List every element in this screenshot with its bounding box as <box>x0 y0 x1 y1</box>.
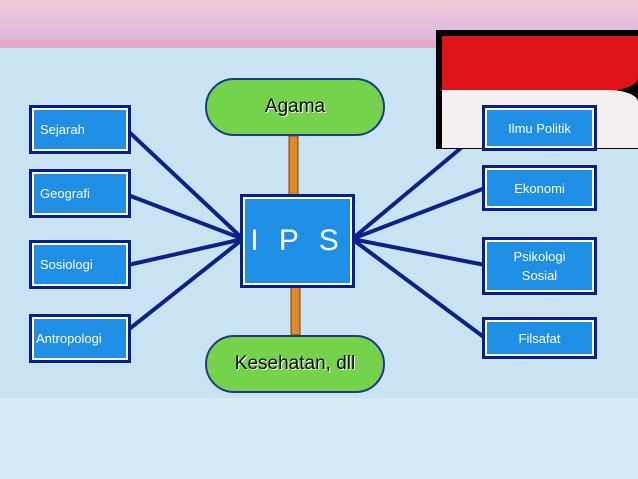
line-psikologi-sosial <box>351 237 486 267</box>
line-filsafat <box>350 237 487 340</box>
line-sosiologi <box>127 237 244 267</box>
line-sejarah <box>126 129 245 241</box>
node-sejarah: Sejarah <box>29 105 131 154</box>
header-stripe <box>0 40 638 48</box>
ips-center-node: I P S <box>240 194 355 288</box>
node-antropologi: Antropologi <box>29 314 131 363</box>
kesehatan-node: Kesehatan, dll <box>205 335 385 393</box>
stem-bottom <box>290 284 301 336</box>
line-ekonomi <box>351 186 486 241</box>
agama-node: Agama <box>205 78 385 136</box>
node-geografi: Geografi <box>29 169 131 218</box>
indonesia-flag <box>436 30 638 149</box>
line-antropologi <box>126 237 245 332</box>
node-sosiologi: Sosiologi <box>29 240 131 289</box>
node-ilmu-politik: Ilmu Politik <box>482 105 597 151</box>
footer-band <box>0 398 638 479</box>
node-psikologi-sosial: Psikologi Sosial <box>482 237 597 295</box>
flag-red-band <box>442 36 638 92</box>
node-filsafat: Filsafat <box>482 317 597 359</box>
node-ekonomi: Ekonomi <box>482 165 597 211</box>
line-geografi <box>127 193 244 241</box>
stem-top <box>288 135 299 199</box>
